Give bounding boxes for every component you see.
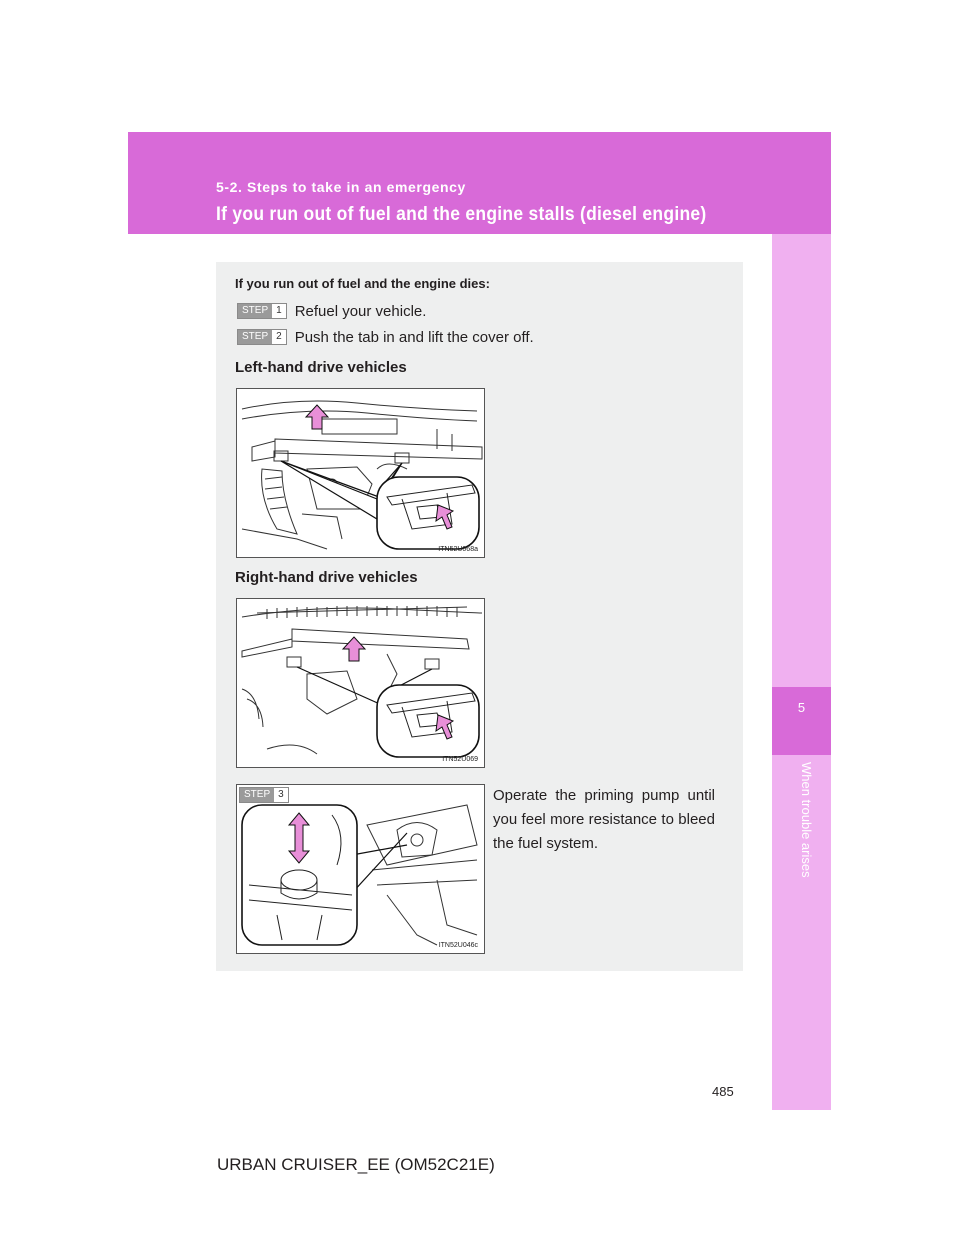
lhd-heading: Left-hand drive vehicles <box>235 359 407 376</box>
intro-text: If you run out of fuel and the engine di… <box>235 276 490 291</box>
priming-pump-drawing <box>241 804 478 946</box>
rhd-engine-drawing <box>241 606 483 758</box>
chapter-side-tab[interactable]: 5 When trouble arises <box>772 234 831 1110</box>
instruction-panel: If you run out of fuel and the engine di… <box>216 262 743 971</box>
figure-code: ITN52U068a <box>438 546 478 553</box>
step-2-text: Push the tab in and lift the cover off. <box>294 328 534 346</box>
figure-code: ITN52U046c <box>438 942 478 949</box>
lhd-engine-drawing <box>241 400 483 550</box>
page-header: 5-2. Steps to take in an emergency If yo… <box>128 132 831 234</box>
page-title: If you run out of fuel and the engine st… <box>216 204 707 225</box>
step-1-text: Refuel your vehicle. <box>294 302 427 320</box>
footer-model-code: URBAN CRUISER_EE (OM52C21E) <box>217 1155 495 1174</box>
step-3-text: Operate the priming pump until you feel … <box>493 787 715 852</box>
page-number: 485 <box>712 1084 734 1099</box>
figure-code: ITN52U069 <box>442 756 478 763</box>
chapter-title: When trouble arises <box>799 762 814 878</box>
rhd-heading: Right-hand drive vehicles <box>235 569 418 586</box>
chapter-number-block: 5 <box>772 687 831 755</box>
rhd-engine-illustration: ITN52U069 <box>236 598 485 768</box>
chapter-number: 5 <box>797 700 806 715</box>
lhd-engine-illustration: ITN52U068a <box>236 388 485 558</box>
section-label: 5-2. Steps to take in an emergency <box>216 179 466 195</box>
